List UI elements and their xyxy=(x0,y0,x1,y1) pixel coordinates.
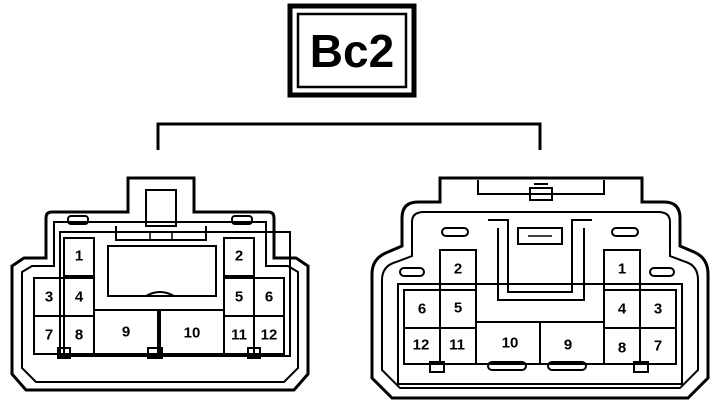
right-pin-3: 3 xyxy=(654,301,662,318)
left-pin-4: 4 xyxy=(75,289,84,306)
left-pin-3: 3 xyxy=(45,289,53,306)
left-pin-12: 12 xyxy=(261,327,278,344)
pair-bracket xyxy=(156,122,542,150)
left-pin-6: 6 xyxy=(265,289,273,306)
left-pin-7: 7 xyxy=(45,327,53,344)
title-box: Bc2 xyxy=(287,3,417,98)
right-pin-11: 11 xyxy=(449,337,465,354)
right-pin-10: 10 xyxy=(502,335,519,352)
right-connector-pin-labels: 1 2 3 4 5 6 7 8 9 10 11 12 xyxy=(413,261,663,357)
right-pin-7: 7 xyxy=(654,338,662,355)
connector-code: Bc2 xyxy=(310,25,394,77)
left-pin-8: 8 xyxy=(75,327,83,344)
left-pin-5: 5 xyxy=(235,289,243,306)
left-pin-11: 11 xyxy=(231,327,247,344)
right-pin-6: 6 xyxy=(418,301,426,318)
right-pin-8: 8 xyxy=(618,340,626,357)
right-pin-2: 2 xyxy=(454,261,462,278)
right-pin-1: 1 xyxy=(618,261,626,278)
left-connector-pin-labels: 1 2 3 4 5 6 7 8 9 10 11 12 xyxy=(45,248,278,344)
left-connector xyxy=(10,176,310,392)
left-pin-9: 9 xyxy=(122,324,130,341)
right-pin-9: 9 xyxy=(564,337,572,354)
right-pin-12: 12 xyxy=(413,337,430,354)
right-connector xyxy=(370,176,710,400)
right-pin-5: 5 xyxy=(454,300,462,317)
left-pin-2: 2 xyxy=(235,248,243,265)
left-pin-1: 1 xyxy=(75,248,83,265)
right-pin-4: 4 xyxy=(618,301,627,318)
left-pin-10: 10 xyxy=(184,325,201,342)
